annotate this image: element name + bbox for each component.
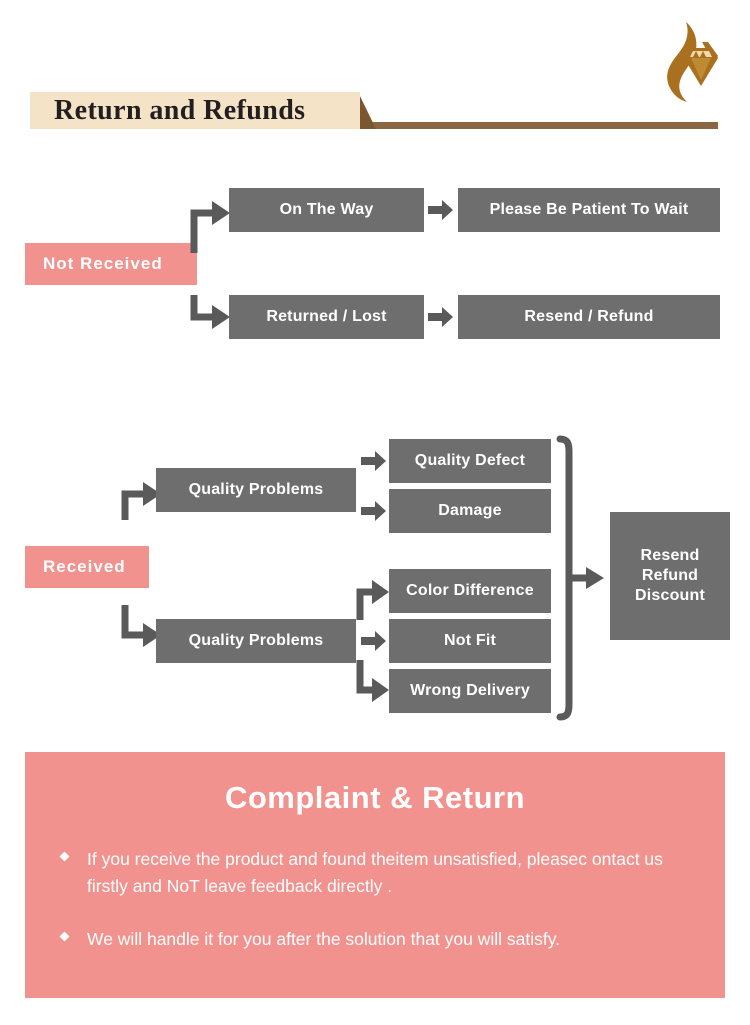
flow-box-outcome-resend-refund-discount: Resend Refund Discount (610, 512, 730, 640)
connector-elbow-down-returned-lost (190, 295, 230, 329)
page-header: Return and Refunds (0, 0, 750, 160)
connector-arrow-on-the-way-to-wait (428, 200, 453, 220)
flow-box-on-the-way: On The Way (229, 188, 424, 232)
outcome-line-discount: Discount (634, 587, 706, 604)
complaint-bullet-list: If you receive the product and found the… (53, 846, 697, 953)
outcome-line-resend: Resend (640, 547, 700, 564)
connector-arrow-to-damage (361, 501, 386, 521)
flow-box-wrong-delivery: Wrong Delivery (389, 669, 551, 713)
connector-brace-to-outcome (556, 435, 604, 721)
flame-diamond-logo-icon (646, 18, 732, 104)
flow-box-quality-defect: Quality Defect (389, 439, 551, 483)
complaint-and-return-panel: Complaint & Return If you receive the pr… (25, 752, 725, 998)
flow-box-resend-refund: Resend / Refund (458, 295, 720, 339)
connector-arrow-returned-to-resend (428, 307, 453, 327)
status-badge-not-received: Not Received (25, 243, 197, 285)
flow-box-not-fit: Not Fit (389, 619, 551, 663)
connector-elbow-down-wrong-delivery (356, 660, 389, 702)
connector-arrow-to-not-fit (361, 631, 386, 651)
complaint-bullet-text: If you receive the product and found the… (87, 849, 663, 897)
flow-box-please-be-patient-to-wait: Please Be Patient To Wait (458, 188, 720, 232)
diamond-bullet-icon (59, 851, 70, 862)
header-banner-plate (30, 92, 360, 129)
connector-elbow-up-quality-problems-1 (121, 482, 161, 520)
flow-box-color-difference: Color Difference (389, 569, 551, 613)
connector-elbow-up-on-the-way (190, 201, 230, 253)
header-banner-tail (358, 92, 376, 129)
flow-box-returned-lost: Returned / Lost (229, 295, 424, 339)
flow-box-quality-problems-1: Quality Problems (156, 468, 356, 512)
outcome-line-refund: Refund (641, 567, 699, 584)
complaint-title: Complaint & Return (224, 780, 526, 815)
connector-arrow-to-quality-defect (361, 451, 386, 471)
flow-box-damage: Damage (389, 489, 551, 533)
list-item: If you receive the product and found the… (53, 846, 697, 900)
flow-box-quality-problems-2: Quality Problems (156, 619, 356, 663)
connector-elbow-down-quality-problems-2 (121, 605, 161, 647)
connector-elbow-up-color-difference (356, 580, 389, 620)
list-item: We will handle it for you after the solu… (53, 926, 697, 953)
diamond-bullet-icon (59, 931, 70, 942)
header-rule (72, 122, 718, 129)
page-title: Return and Refunds (54, 95, 306, 126)
status-badge-received: Received (25, 546, 149, 588)
complaint-bullet-text: We will handle it for you after the solu… (87, 929, 561, 950)
